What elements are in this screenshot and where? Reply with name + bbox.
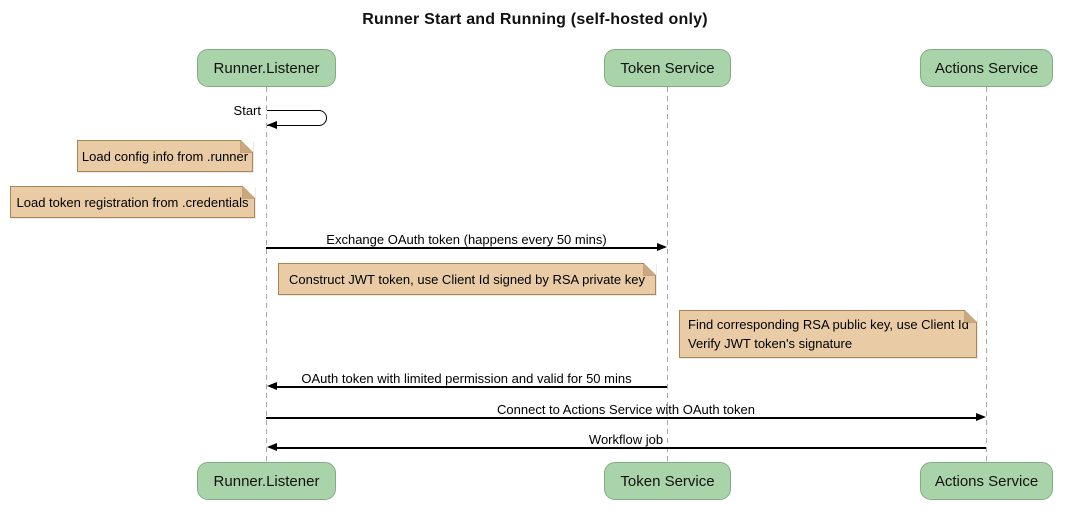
message-label-workflow-job: Workflow job xyxy=(588,432,664,447)
note-text-line-1: Find corresponding RSA public key, use C… xyxy=(688,317,969,332)
lifeline-token-service xyxy=(667,87,668,462)
participant-actions-service-top: Actions Service xyxy=(920,49,1053,87)
participant-label: Token Service xyxy=(620,59,715,77)
participant-runner-listener-top: Runner.Listener xyxy=(197,49,336,87)
arrowhead-left-icon xyxy=(267,121,277,129)
note-text: Load token registration from .credential… xyxy=(16,194,249,210)
arrowhead-left-icon xyxy=(267,382,277,390)
lifeline-actions-service xyxy=(986,87,987,462)
diagram-title: Runner Start and Running (self-hosted on… xyxy=(362,11,708,28)
message-line xyxy=(274,386,667,388)
arrowhead-right-icon xyxy=(657,243,667,251)
note-load-token-registration: Load token registration from .credential… xyxy=(10,186,255,218)
message-label-start: Start xyxy=(233,103,261,118)
note-find-rsa-public-key: Find corresponding RSA public key, use C… xyxy=(679,310,977,358)
note-construct-jwt: Construct JWT token, use Client Id signe… xyxy=(278,263,656,295)
message-label-exchange-oauth: Exchange OAuth token (happens every 50 m… xyxy=(326,232,607,247)
lifeline-runner-listener xyxy=(266,87,267,462)
self-message-loop xyxy=(267,110,327,126)
participant-label: Actions Service xyxy=(934,472,1039,490)
note-text: Construct JWT token, use Client Id signe… xyxy=(289,271,645,287)
participant-token-service-bottom: Token Service xyxy=(604,462,731,500)
note-text: Load config info from .runner xyxy=(81,148,249,164)
note-load-config: Load config info from .runner xyxy=(77,140,253,172)
participant-label: Token Service xyxy=(620,472,715,490)
message-label-oauth-token-back: OAuth token with limited permission and … xyxy=(301,371,632,386)
participant-label: Runner.Listener xyxy=(213,59,320,77)
participant-label: Actions Service xyxy=(934,59,1039,77)
note-text-line-2: Verify JWT token's signature xyxy=(688,336,853,351)
message-label-connect-actions: Connect to Actions Service with OAuth to… xyxy=(497,402,755,417)
participant-label: Runner.Listener xyxy=(213,472,320,490)
message-line xyxy=(266,417,978,419)
arrowhead-right-icon xyxy=(976,413,986,421)
arrowhead-left-icon xyxy=(267,443,277,451)
participant-token-service-top: Token Service xyxy=(604,49,731,87)
participant-actions-service-bottom: Actions Service xyxy=(920,462,1053,500)
message-line xyxy=(274,447,986,449)
participant-runner-listener-bottom: Runner.Listener xyxy=(197,462,336,500)
message-line xyxy=(266,247,659,249)
